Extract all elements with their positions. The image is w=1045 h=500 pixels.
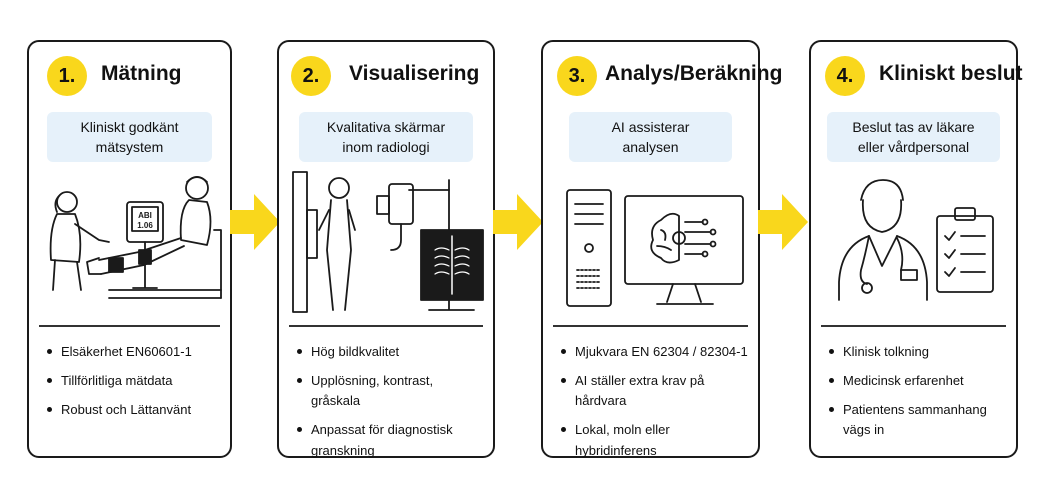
computer-tower-icon: [566, 189, 612, 307]
step-number-badge: 1.: [47, 56, 87, 96]
step-card-visualisering: 2. Visualisering Kvalitativa skärmar ino…: [277, 40, 495, 458]
xray-imaging-icon: [292, 171, 484, 313]
step-card-analys: 3. Analys/Beräkning AI assisterar analys…: [541, 40, 782, 458]
step-number-badge: 4.: [825, 56, 865, 96]
step-card-matning: 1. Mätning Kliniskt godkänt mätsystem AB…: [27, 40, 232, 458]
bullet-item: Anpassat för diagnostisk granskning: [295, 420, 485, 460]
bullet-item: Tillförlitliga mätdata: [45, 371, 222, 391]
bullet-item: AI ställer extra krav på hårdvara: [559, 371, 750, 411]
step-title: Visualisering: [349, 62, 480, 85]
device-screen-value: 1.06: [137, 221, 153, 230]
arrow-right-icon: [493, 194, 543, 250]
arrow-right-icon: [230, 194, 280, 250]
step-header: 1. Mätning: [29, 56, 230, 96]
step-header: 4. Kliniskt beslut: [811, 56, 1023, 96]
bullet-item: Medicinsk erfarenhet: [827, 371, 1008, 391]
nurse-patient-measurement-icon: ABI 1.06: [49, 176, 222, 299]
bullet-item: Mjukvara EN 62304 / 82304-1: [559, 342, 750, 362]
step-bullets: Elsäkerhet EN60601-1 Tillförlitliga mätd…: [45, 342, 222, 429]
step-subtitle: Kvalitativa skärmar inom radiologi: [299, 112, 473, 162]
step-header: 2. Visualisering: [279, 56, 493, 96]
step-card-kliniskt-beslut: 4. Kliniskt beslut Beslut tas av läkare …: [809, 40, 1023, 458]
step-subtitle: AI assisterar analysen: [569, 112, 732, 162]
clipboard-checklist-icon: [936, 207, 994, 293]
divider: [39, 325, 220, 327]
bullet-item: Patientens sammanhang vägs in: [827, 400, 1008, 440]
doctor-icon: [838, 179, 928, 301]
step-title: Kliniskt beslut: [879, 62, 1023, 85]
doctor-clipboard-icon: [838, 179, 994, 301]
divider: [821, 325, 1006, 327]
arrow-right-icon: [758, 194, 808, 250]
bullet-item: Hög bildkvalitet: [295, 342, 485, 362]
step-subtitle: Beslut tas av läkare eller vårdpersonal: [827, 112, 1000, 162]
bullet-item: Klinisk tolkning: [827, 342, 1008, 362]
step-bullets: Hög bildkvalitet Upplösning, kontrast, g…: [295, 342, 485, 470]
step-bullets: Klinisk tolkning Medicinsk erfarenhet Pa…: [827, 342, 1008, 450]
divider: [553, 325, 748, 327]
step-header: 3. Analys/Beräkning: [543, 56, 782, 96]
bullet-item: Elsäkerhet EN60601-1: [45, 342, 222, 362]
ai-computer-icon: [566, 189, 744, 307]
step-number-badge: 3.: [557, 56, 597, 96]
ai-brain-monitor-icon: [624, 195, 744, 305]
step-title: Mätning: [101, 62, 182, 85]
bullet-item: Robust och Lättanvänt: [45, 400, 222, 420]
step-number-badge: 2.: [291, 56, 331, 96]
step-subtitle: Kliniskt godkänt mätsystem: [47, 112, 212, 162]
step-title: Analys/Beräkning: [605, 62, 783, 85]
device-screen-label: ABI: [138, 211, 152, 220]
bullet-item: Lokal, moln eller hybridinferens: [559, 420, 750, 460]
bullet-item: Upplösning, kontrast, gråskala: [295, 371, 485, 411]
step-bullets: Mjukvara EN 62304 / 82304-1 AI ställer e…: [559, 342, 750, 470]
divider: [289, 325, 483, 327]
